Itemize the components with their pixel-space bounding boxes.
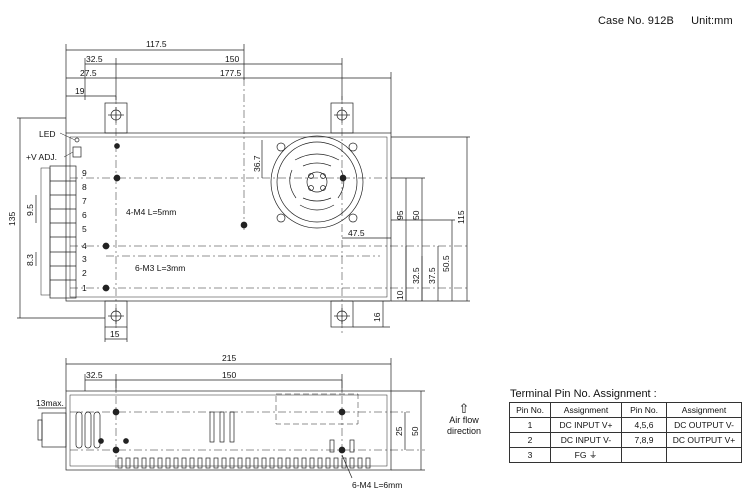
cell: DC OUTPUT V+ xyxy=(666,432,742,448)
dim-13max: 13max. xyxy=(36,398,64,408)
dim-115: 115 xyxy=(456,210,466,224)
dim-16: 16 xyxy=(372,312,382,322)
cell: FG ⏚ xyxy=(550,447,622,463)
header-pin-no-1: Pin No. xyxy=(509,402,551,418)
dim-95: 95 xyxy=(395,210,405,220)
cell: DC OUTPUT V- xyxy=(666,417,742,433)
terminal-title: Terminal Pin No. Assignment : xyxy=(510,388,657,400)
pin-9: 9 xyxy=(82,168,87,178)
dim-50-top: 50 xyxy=(411,210,421,220)
pin-5: 5 xyxy=(82,224,87,234)
dim-9-5: 9.5 xyxy=(25,204,35,216)
dim-10: 10 xyxy=(395,290,405,300)
pin-4: 4 xyxy=(82,241,87,251)
dim-177-5: 177.5 xyxy=(220,68,242,78)
table-header-row: Pin No. Assignment Pin No. Assignment xyxy=(509,402,742,418)
terminal-block xyxy=(40,165,77,299)
cell: DC INPUT V+ xyxy=(550,417,622,433)
cell xyxy=(621,447,667,463)
fan-grille xyxy=(270,135,364,229)
cell: 7,8,9 xyxy=(621,432,667,448)
cell xyxy=(666,447,742,463)
dim-47-5: 47.5 xyxy=(348,228,365,238)
dim-150-top: 150 xyxy=(225,54,239,64)
case-number: Case No. 912B xyxy=(598,15,674,27)
led-label: LED xyxy=(39,129,56,139)
cell: 2 xyxy=(509,432,551,448)
dim-215: 215 xyxy=(222,353,236,363)
terminal-table: Pin No. Assignment Pin No. Assignment 1 … xyxy=(509,402,742,463)
table-row: 2 DC INPUT V- 7,8,9 DC OUTPUT V+ xyxy=(509,432,742,448)
pin-6: 6 xyxy=(82,210,87,220)
dim-8-3: 8.3 xyxy=(25,254,35,266)
dim-32-5-top: 32.5 xyxy=(86,54,103,64)
dim-15: 15 xyxy=(110,329,120,339)
cell: 4,5,6 xyxy=(621,417,667,433)
dim-27-5: 27.5 xyxy=(80,68,97,78)
dim-135: 135 xyxy=(7,212,17,226)
case-header: Case No. 912B Unit:mm xyxy=(598,15,747,27)
dim-32-5-bottom: 32.5 xyxy=(86,370,103,380)
dim-25: 25 xyxy=(394,426,404,436)
note-4m4: 4-M4 L=5mm xyxy=(126,207,176,217)
unit-label: Unit:mm xyxy=(691,15,733,27)
cell: 1 xyxy=(509,417,551,433)
pin-2: 2 xyxy=(82,268,87,278)
dim-36-7: 36.7 xyxy=(252,155,262,172)
up-arrow-icon: ⇧ xyxy=(458,401,470,416)
table-row: 1 DC INPUT V+ 4,5,6 DC OUTPUT V- xyxy=(509,417,742,433)
cell: 3 xyxy=(509,447,551,463)
pin-7: 7 xyxy=(82,196,87,206)
vent-slots xyxy=(75,411,371,469)
airflow-indicator: ⇧ Air flow direction xyxy=(444,402,484,437)
vadj-label: +V ADJ. xyxy=(26,152,57,162)
cell: DC INPUT V- xyxy=(550,432,622,448)
note-6m4: 6-M4 L=6mm xyxy=(352,480,402,490)
dim-50-bottom: 50 xyxy=(410,426,420,436)
header-assignment-2: Assignment xyxy=(666,402,742,418)
dim-19: 19 xyxy=(75,86,85,96)
pin-8: 8 xyxy=(82,182,87,192)
table-row: 3 FG ⏚ xyxy=(509,447,742,463)
dim-117-5: 117.5 xyxy=(146,39,167,49)
airflow-line2: direction xyxy=(446,426,482,436)
airflow-line1: Air flow xyxy=(449,415,479,425)
pin-1: 1 xyxy=(82,283,87,293)
led-indicator xyxy=(74,137,80,143)
dim-150-bottom: 150 xyxy=(222,370,236,380)
pin-3: 3 xyxy=(82,254,87,264)
header-pin-no-2: Pin No. xyxy=(621,402,667,418)
note-6m3: 6-M3 L=3mm xyxy=(135,263,185,273)
vadj-trimmer xyxy=(72,146,82,158)
dim-32-5-right: 32.5 xyxy=(411,267,421,284)
top-view-body xyxy=(65,132,392,302)
dim-50-5: 50.5 xyxy=(441,255,451,272)
dim-37-5: 37.5 xyxy=(427,267,437,284)
header-assignment-1: Assignment xyxy=(550,402,622,418)
